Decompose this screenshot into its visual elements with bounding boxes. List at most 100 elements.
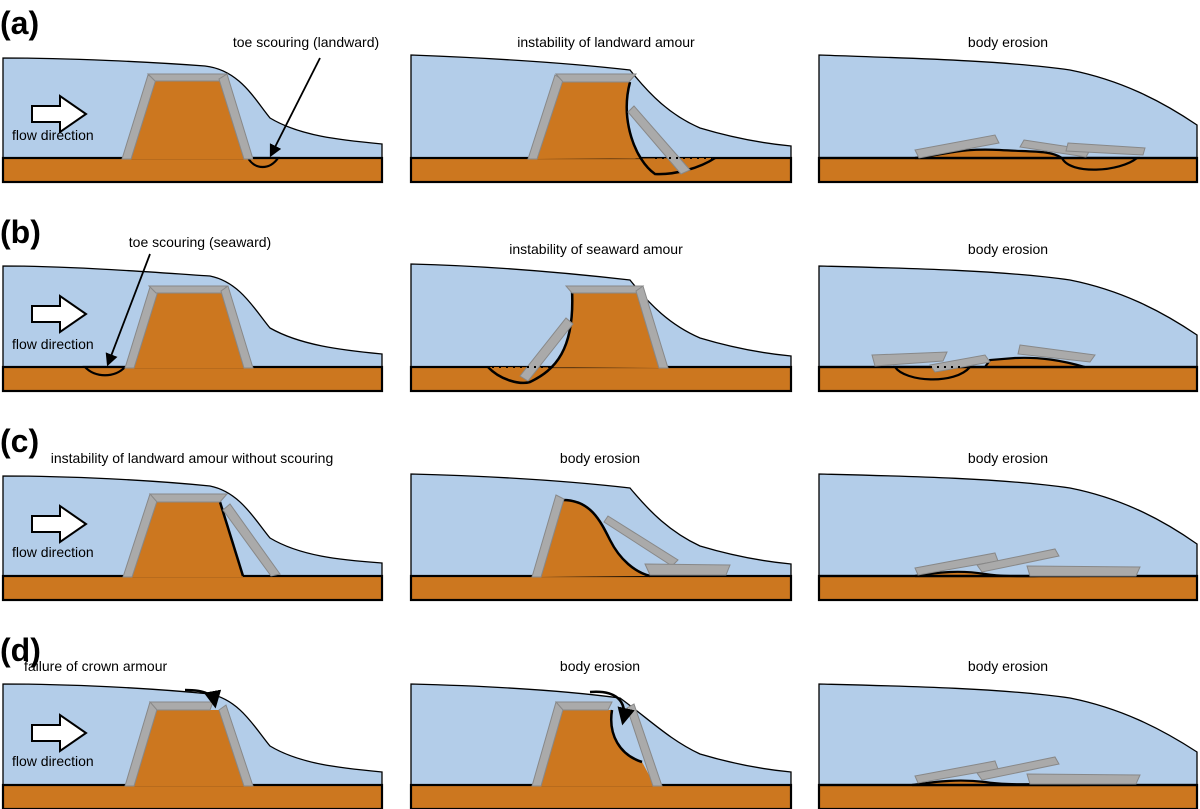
caption-c3: body erosion <box>968 450 1048 466</box>
caption-b3: body erosion <box>968 241 1048 257</box>
panel-d1: flow direction <box>1 683 384 809</box>
exposed-slope <box>218 501 245 577</box>
panel-c1: flow direction <box>1 475 384 602</box>
panel-b1: flow direction <box>1 253 384 393</box>
armour-slab <box>976 756 1060 781</box>
armour-slab <box>976 548 1060 573</box>
crown-armour <box>564 285 645 294</box>
dike-core <box>133 710 245 786</box>
row-b: toe scouring (seaward) instability of se… <box>1 234 1199 393</box>
row-label-c: (c) <box>0 423 39 459</box>
row-label-b: (b) <box>0 214 41 250</box>
landward-armour <box>220 285 254 369</box>
ground <box>409 365 793 393</box>
dike-core <box>540 710 655 786</box>
caption-d3: body erosion <box>968 658 1048 674</box>
ground <box>817 783 1199 809</box>
landward-armour <box>626 703 663 787</box>
armour-slab <box>1026 773 1141 785</box>
caption-d2: body erosion <box>560 658 640 674</box>
ground <box>409 574 793 602</box>
callout-arrow <box>269 57 321 158</box>
ground <box>817 156 1199 184</box>
dike-core <box>540 500 650 577</box>
armour-slab <box>914 134 1000 159</box>
water-body <box>818 265 1198 368</box>
armour-slab <box>1065 142 1146 156</box>
callout-arrow <box>105 253 151 367</box>
dike-core <box>133 290 245 368</box>
caption-c2: body erosion <box>560 450 640 466</box>
panel-d2 <box>409 683 793 809</box>
crown-armour <box>554 73 638 83</box>
armour-slab <box>644 563 731 576</box>
erosion-surface <box>487 289 574 384</box>
flow-direction-label: flow direction <box>12 127 94 143</box>
crown-armour <box>147 285 229 294</box>
panel-a1: flow direction <box>1 57 384 184</box>
eroded-mound <box>892 356 1086 381</box>
water-body <box>818 683 1198 786</box>
armour-slab <box>1026 565 1141 577</box>
erosion-surface <box>562 498 651 578</box>
curved-arrow-icon <box>589 690 635 726</box>
crown-armour <box>148 493 229 503</box>
armour-slab <box>871 351 948 367</box>
armour-slab <box>1017 344 1096 363</box>
ground <box>1 574 384 602</box>
sliding-armour <box>627 105 691 175</box>
dike-core <box>535 82 715 175</box>
caption-b2: instability of seaward amour <box>509 241 683 257</box>
landward-armour <box>635 285 669 369</box>
caption-a1: toe scouring (landward) <box>233 34 379 50</box>
flow-arrow-icon <box>31 713 88 753</box>
crown-armour <box>146 73 229 82</box>
ground <box>409 783 793 809</box>
panel-d3 <box>817 683 1199 809</box>
sliding-armour <box>519 317 574 382</box>
flow-arrow-icon <box>31 294 88 334</box>
ground <box>817 365 1199 393</box>
caption-c1: instability of landward amour without sc… <box>51 450 333 466</box>
crown-armour <box>554 701 613 711</box>
panel-b2 <box>409 263 793 393</box>
ground <box>1 156 384 184</box>
row-label-a: (a) <box>0 5 39 41</box>
erosion-surface <box>610 709 643 764</box>
ground <box>409 156 793 184</box>
panel-c3 <box>817 473 1199 602</box>
flow-direction-label: flow direction <box>12 753 94 769</box>
caption-d1: failure of crown armour <box>24 658 168 674</box>
scour-hole <box>246 156 281 169</box>
eroded-mound <box>914 148 1141 171</box>
seaward-armour <box>531 494 565 578</box>
erosion-surface <box>625 81 716 176</box>
landward-armour <box>218 704 254 787</box>
row-d: failure of crown armour body erosion bod… <box>1 658 1199 809</box>
row-a: toe scouring (landward) instability of l… <box>1 34 1199 184</box>
flow-direction-label: flow direction <box>12 336 94 352</box>
sliding-armour <box>222 503 281 577</box>
caption-a2: instability of landward amour <box>517 34 695 50</box>
water-body <box>818 54 1198 159</box>
ground <box>817 574 1199 602</box>
ground <box>1 365 384 393</box>
curved-arrow-icon <box>184 688 222 709</box>
panel-a3 <box>817 54 1199 184</box>
flow-direction-label: flow direction <box>12 544 94 560</box>
panel-a2 <box>409 54 793 184</box>
row-c: instability of landward amour without sc… <box>1 450 1199 602</box>
caption-a3: body erosion <box>968 34 1048 50</box>
water-body <box>818 473 1198 577</box>
flow-arrow-icon <box>31 94 88 134</box>
ground <box>1 783 384 809</box>
dike-core <box>131 502 243 577</box>
crown-armour <box>148 701 214 711</box>
panel-b3 <box>817 265 1199 393</box>
panel-c2 <box>409 473 793 602</box>
flow-arrow-icon <box>31 504 88 544</box>
caption-b1: toe scouring (seaward) <box>129 234 271 250</box>
sliding-armour <box>603 515 679 567</box>
row-label-d: (d) <box>0 632 41 668</box>
